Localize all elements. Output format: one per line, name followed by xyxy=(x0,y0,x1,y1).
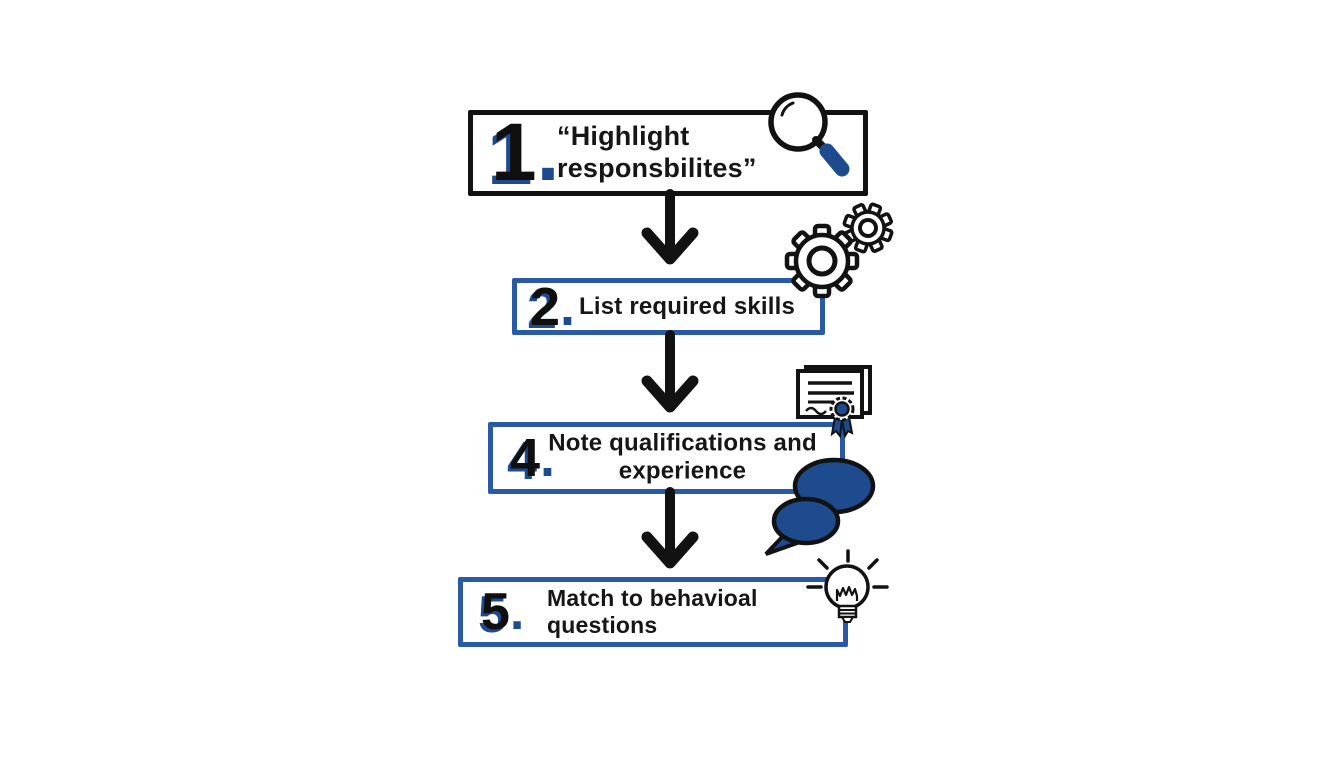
step-box-1: 1. “Highlight responsbilites” xyxy=(468,110,868,196)
step-4-number: 4. xyxy=(510,431,555,485)
step-5-period: . xyxy=(509,583,525,641)
step-4-label-line-2: experience xyxy=(618,458,747,485)
step-4-label: Note qualifications and experience xyxy=(535,430,830,487)
step-1-number: 1. xyxy=(491,112,559,194)
flow-arrow-2 xyxy=(641,330,699,413)
step-1-label-line-1: “Highlight xyxy=(557,121,690,152)
step-5-numeral: 5 xyxy=(481,583,510,641)
step-5-label-line-2: questions xyxy=(547,612,658,638)
step-1-label: “Highlight responsbilites” xyxy=(541,121,757,185)
step-1-period: . xyxy=(536,107,560,198)
step-4-period: . xyxy=(540,428,556,488)
step-box-2: 2. List required skills xyxy=(512,278,825,335)
flow-arrow-3 xyxy=(641,487,699,569)
step-2-label-line-1: List required skills xyxy=(579,292,796,320)
step-1-numeral: 1 xyxy=(491,107,537,198)
step-5-number: 5. xyxy=(481,586,524,638)
step-5-label: Match to behavioal questions xyxy=(547,585,758,639)
step-4-numeral: 4 xyxy=(510,428,541,488)
step-5-label-line-1: Match to behavioal xyxy=(547,584,758,611)
step-box-4: 4. Note qualifications and experience xyxy=(488,422,845,494)
flow-arrow-1 xyxy=(641,189,699,265)
step-2-label: List required skills xyxy=(579,292,795,320)
step-2-period: . xyxy=(560,276,576,337)
step-2-numeral: 2 xyxy=(530,276,561,337)
step-1-label-line-2: responsbilites” xyxy=(557,153,757,183)
step-4-label-line-1: Note qualifications and xyxy=(548,429,817,457)
step-box-5: 5. Match to behavioal questions xyxy=(458,577,848,647)
step-2-number: 2. xyxy=(530,280,575,334)
